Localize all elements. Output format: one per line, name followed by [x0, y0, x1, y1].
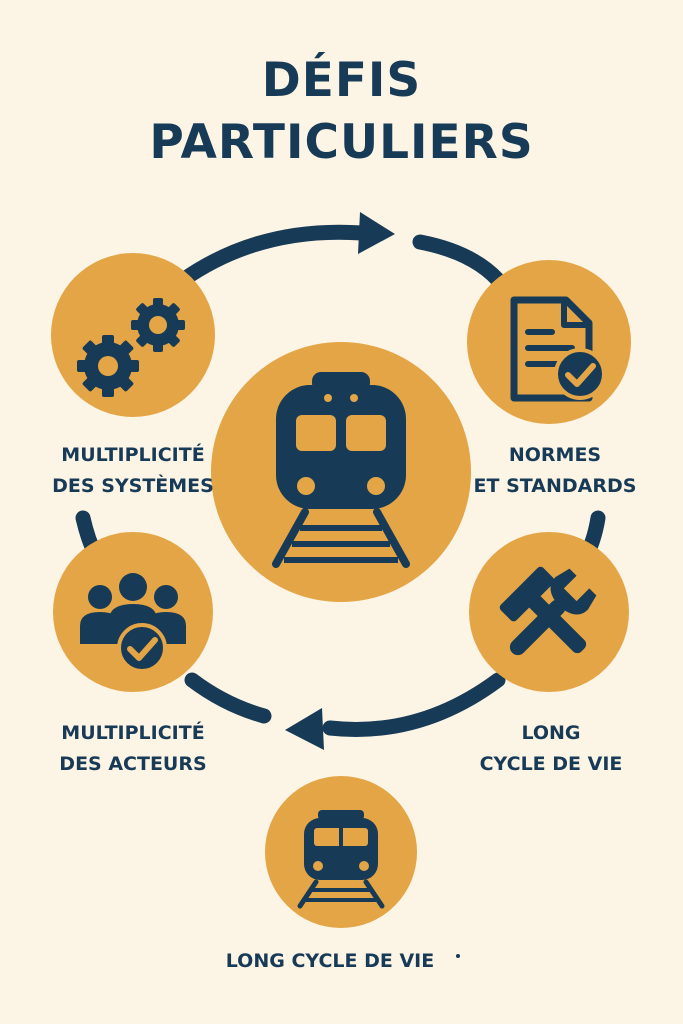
circle-systems — [51, 253, 215, 417]
dot-mark — [456, 954, 460, 958]
arc-top-left — [175, 224, 370, 288]
train-front-icon — [272, 372, 410, 568]
label-lifecycle: LONG CYCLE DE VIE — [479, 722, 623, 775]
page-title: DÉFIS PARTICULIERS — [0, 50, 683, 174]
label-bottom: LONG CYCLE DE VIE — [225, 950, 435, 972]
arc-top-right — [412, 234, 506, 288]
tools-icon — [499, 566, 597, 656]
arrowhead-bottom — [285, 708, 324, 750]
arc-bottom-right — [322, 672, 506, 737]
document-check-icon — [510, 296, 606, 402]
title-line-1: DÉFIS — [261, 53, 422, 108]
label-systems: MULTIPLICITÉ DES SYSTÈMES — [52, 444, 214, 497]
arrowhead-top — [358, 212, 395, 254]
label-standards: NORMES ET STANDARDS — [473, 444, 637, 497]
title-line-2: PARTICULIERS — [149, 115, 534, 170]
arc-bottom-left — [184, 672, 272, 724]
label-actors: MULTIPLICITÉ DES ACTEURS — [59, 722, 207, 775]
train-small-icon — [297, 810, 385, 909]
gears-icon — [77, 298, 185, 397]
people-check-icon — [80, 573, 186, 673]
